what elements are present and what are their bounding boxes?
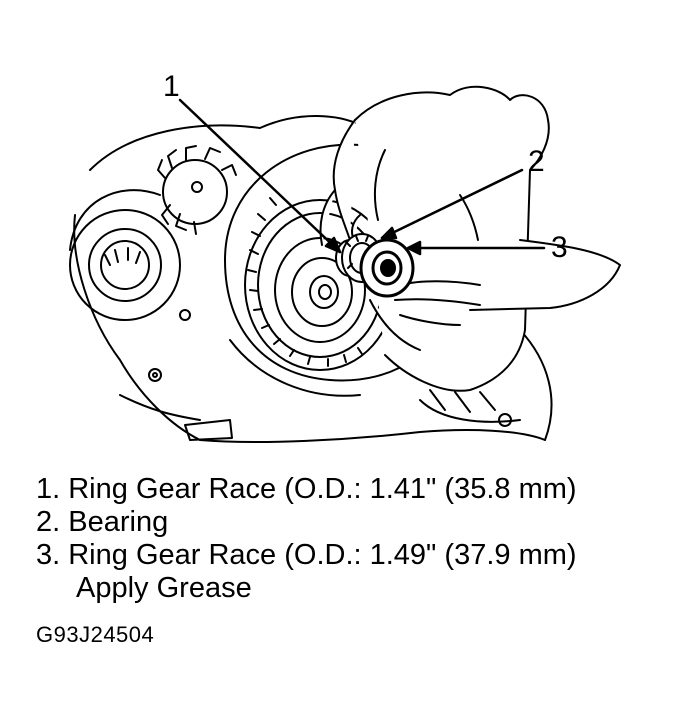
legend: 1. Ring Gear Race (O.D.: 1.41" (35.8 mm)…	[36, 473, 577, 605]
arrowhead-3	[406, 240, 422, 256]
pinion-gear	[157, 145, 237, 235]
legend-item-3: 3. Ring Gear Race (O.D.: 1.49" (37.9 mm)	[36, 539, 577, 571]
arrowhead-2	[380, 226, 398, 240]
leader-line-1	[178, 98, 342, 254]
legend-note: Apply Grease	[76, 572, 252, 604]
callout-2: 2	[528, 145, 545, 178]
output-shaft	[69, 189, 181, 321]
leader-line-2	[380, 168, 524, 240]
arrowhead-1	[324, 236, 342, 254]
bearing-and-races	[335, 233, 415, 298]
figure-code: G93J24504	[36, 622, 155, 647]
legend-item-1: 1. Ring Gear Race (O.D.: 1.41" (35.8 mm)	[36, 473, 577, 505]
transaxle-illustration	[69, 85, 621, 443]
callout-1: 1	[163, 70, 180, 103]
hand-illustration	[319, 85, 621, 392]
leader-lines	[178, 98, 546, 256]
legend-item-2: 2. Bearing	[36, 506, 169, 538]
callout-3: 3	[551, 231, 568, 264]
